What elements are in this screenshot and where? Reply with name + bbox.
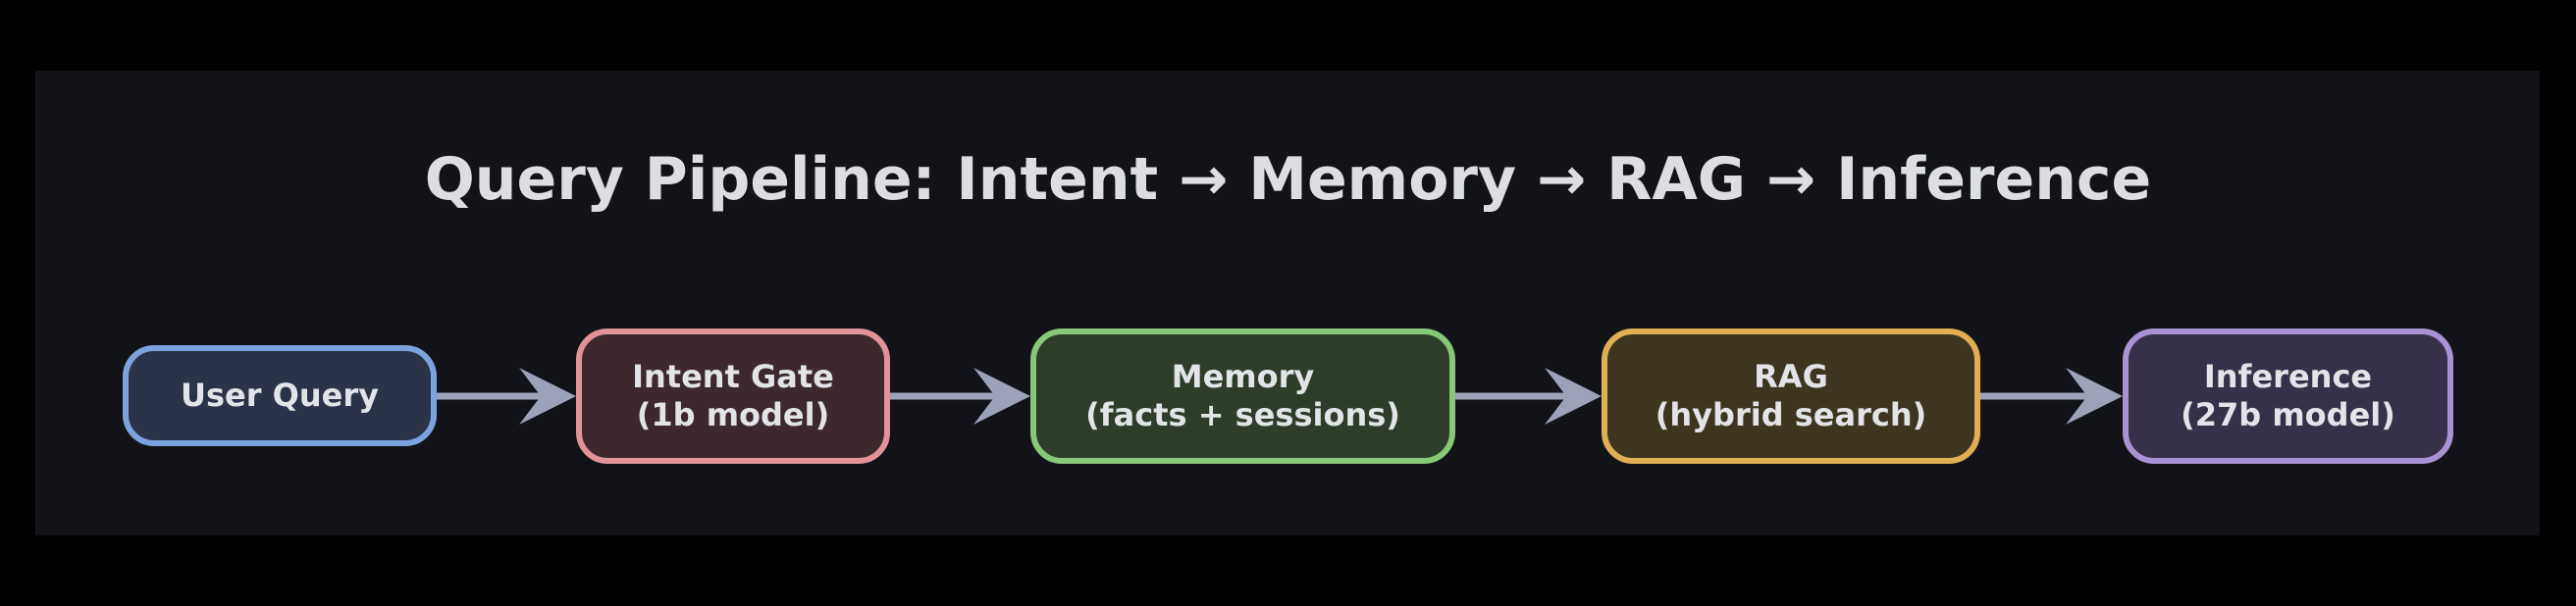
node-label-line1: Inference bbox=[2203, 358, 2373, 395]
node-label-line2: (facts + sessions) bbox=[1085, 396, 1400, 433]
node-rag: RAG (hybrid search) bbox=[1602, 328, 1980, 464]
node-label: Memory (facts + sessions) bbox=[1085, 358, 1400, 434]
node-label: Intent Gate (1b model) bbox=[632, 358, 834, 434]
node-label-line1: User Query bbox=[181, 377, 379, 414]
node-label-line2: (1b model) bbox=[636, 396, 830, 433]
node-label: Inference (27b model) bbox=[2181, 358, 2395, 434]
arrow-connector-4 bbox=[1980, 362, 2123, 430]
node-label-line1: RAG bbox=[1754, 358, 1828, 395]
node-label-line2: (hybrid search) bbox=[1655, 396, 1927, 433]
diagram-title: Query Pipeline: Intent → Memory → RAG → … bbox=[424, 145, 2152, 214]
node-label: RAG (hybrid search) bbox=[1656, 358, 1926, 434]
node-label-line1: Memory bbox=[1171, 358, 1315, 395]
diagram-panel bbox=[35, 71, 2540, 535]
node-memory: Memory (facts + sessions) bbox=[1030, 328, 1455, 464]
node-label: User Query bbox=[181, 377, 379, 415]
node-label-line1: Intent Gate bbox=[632, 358, 834, 395]
arrow-connector-3 bbox=[1455, 362, 1602, 430]
node-user-query: User Query bbox=[123, 345, 437, 446]
node-inference: Inference (27b model) bbox=[2123, 328, 2453, 464]
arrow-connector-1 bbox=[437, 362, 576, 430]
node-label-line2: (27b model) bbox=[2181, 396, 2395, 433]
arrow-connector-2 bbox=[890, 362, 1030, 430]
node-intent-gate: Intent Gate (1b model) bbox=[576, 328, 890, 464]
